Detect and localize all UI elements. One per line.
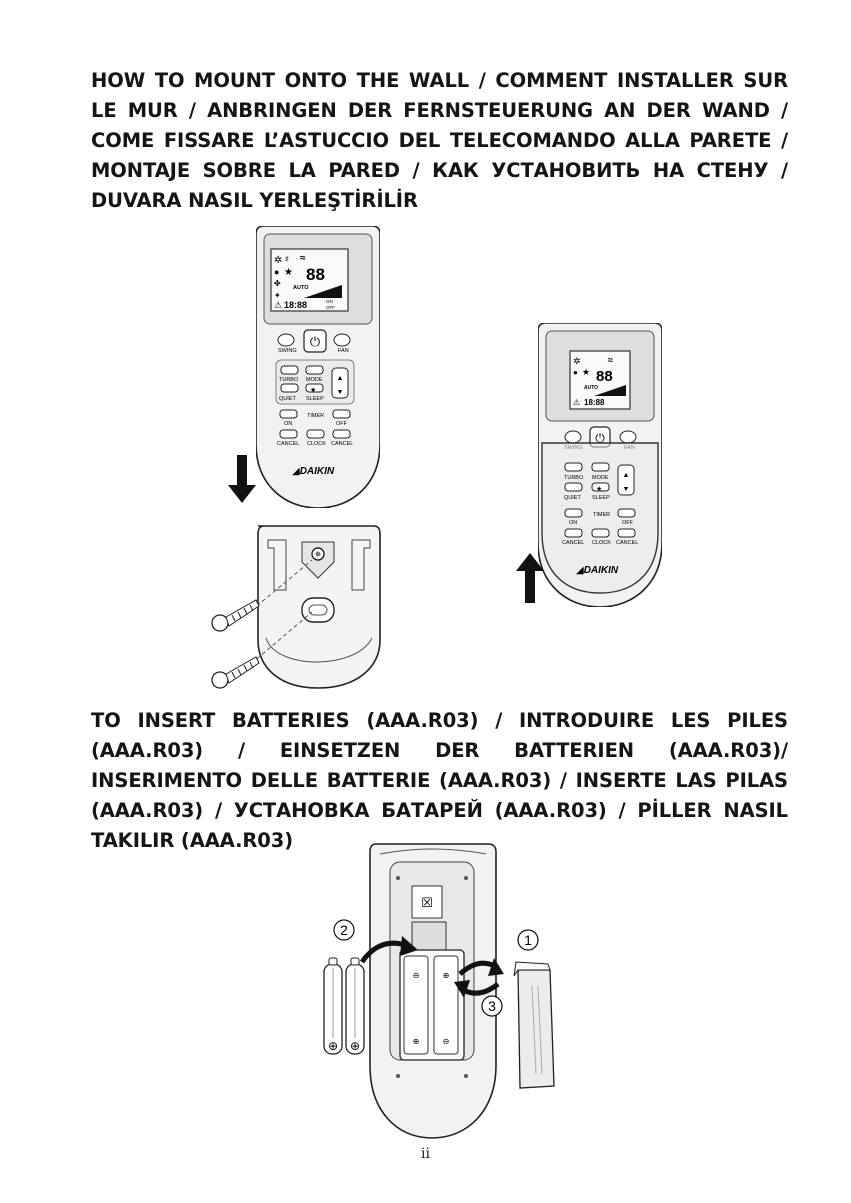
- svg-text:ON: ON: [569, 520, 577, 526]
- swing-label: SWING: [278, 348, 297, 354]
- svg-text:≈: ≈: [608, 355, 613, 365]
- svg-text:▲: ▲: [623, 472, 630, 479]
- lcd-display: ✲ ♯ ≈ ● ★ ✤ ✦ 88 AUTO ⚠ 18:88 ON OFF: [270, 248, 349, 312]
- svg-text:✦: ✦: [274, 291, 281, 300]
- timer-label: TIMER: [307, 413, 324, 419]
- svg-text:●: ●: [274, 267, 279, 277]
- sleep-button[interactable]: [305, 383, 324, 393]
- temp-up-down-button[interactable]: [331, 367, 349, 399]
- step-2-marker: [333, 919, 355, 941]
- step-1-marker: [517, 929, 539, 951]
- svg-text:▼: ▼: [337, 389, 344, 396]
- svg-text:≈: ≈: [300, 253, 306, 264]
- mode-label: MODE: [306, 377, 323, 383]
- batteries-heading: TO INSERT BATTERIES (AAA.R03) / INTRODUI…: [91, 709, 788, 852]
- svg-text:★: ★: [582, 367, 590, 377]
- swing-button[interactable]: [277, 333, 295, 347]
- screw-icon: [211, 599, 260, 632]
- page-number: ii: [421, 1146, 430, 1162]
- lcd-clock: 18:88: [284, 300, 307, 310]
- aaa-battery: ⊕: [323, 957, 343, 1055]
- timer-off-button[interactable]: [332, 409, 351, 419]
- svg-text:CANCEL: CANCEL: [616, 540, 638, 546]
- remote-in-holder-figure: ✲ ≈ ● ★ 88 AUTO ⚠ 18:88 ⏻ SWING FAN TURB…: [538, 323, 662, 607]
- svg-text:⏻: ⏻: [595, 431, 605, 445]
- power-button[interactable]: [303, 329, 327, 353]
- timer-off-label: OFF: [336, 421, 348, 427]
- svg-text:18:88: 18:88: [584, 398, 605, 407]
- svg-text:QUIET: QUIET: [564, 495, 581, 501]
- svg-text:★: ★: [596, 485, 602, 493]
- svg-text:⊕: ⊕: [413, 1037, 420, 1046]
- svg-text:●: ●: [573, 368, 578, 377]
- quiet-button[interactable]: [280, 383, 299, 393]
- svg-text:MODE: MODE: [592, 475, 609, 481]
- svg-text:▼: ▼: [623, 486, 630, 493]
- recycle-bin-icon: ☒: [421, 895, 433, 910]
- mode-button[interactable]: [305, 365, 324, 375]
- svg-text:⊕: ⊕: [350, 1039, 360, 1053]
- power-icon: ⏻: [310, 334, 320, 349]
- svg-text:⚠: ⚠: [573, 398, 580, 407]
- cancel-on-button[interactable]: [279, 429, 298, 439]
- fan-button[interactable]: [333, 333, 351, 347]
- lcd-temperature: 88: [306, 265, 325, 284]
- lcd-on: ON: [326, 299, 333, 304]
- svg-text:CLOCK: CLOCK: [592, 540, 611, 546]
- lcd-off: OFF: [326, 305, 335, 310]
- fan-label: FAN: [338, 348, 349, 354]
- svg-text:⊕: ⊕: [443, 971, 450, 980]
- svg-text:SLEEP: SLEEP: [592, 495, 610, 501]
- svg-text:CANCEL: CANCEL: [562, 540, 584, 546]
- remote-front-figure: ✲ ♯ ≈ ● ★ ✤ ✦ 88 AUTO ⚠ 18:88 ON OFF ⏻ S…: [256, 226, 380, 508]
- cancel-on-label: CANCEL: [277, 441, 299, 447]
- svg-text:AUTO: AUTO: [584, 385, 598, 391]
- svg-text:✲: ✲: [274, 255, 282, 266]
- turbo-label: TURBO: [279, 377, 299, 383]
- battery-cover: [513, 961, 555, 1089]
- sleep-label: SLEEP: [306, 396, 324, 402]
- svg-text:TIMER: TIMER: [593, 512, 610, 518]
- timer-on-button[interactable]: [279, 409, 298, 419]
- step-3-marker: [481, 995, 503, 1017]
- svg-text:♯: ♯: [285, 256, 289, 263]
- mount-heading: HOW TO MOUNT ONTO THE WALL / COMMENT INS…: [91, 69, 788, 212]
- daikin-logo: ◢DAIKIN: [292, 466, 335, 477]
- svg-text:⚠: ⚠: [274, 300, 282, 310]
- step-2-label: 2: [340, 922, 348, 938]
- svg-text:OFF: OFF: [622, 520, 634, 526]
- clock-label: CLOCK: [307, 441, 326, 447]
- aaa-battery: ⊕: [345, 957, 365, 1055]
- screw-icon: [211, 656, 260, 689]
- svg-text:88: 88: [596, 368, 613, 385]
- svg-text:TURBO: TURBO: [564, 475, 584, 481]
- svg-text:★: ★: [310, 386, 316, 394]
- cancel-off-label: CANCEL: [331, 441, 353, 447]
- svg-text:★: ★: [284, 267, 293, 278]
- step-3-label: 3: [488, 998, 496, 1014]
- clock-button[interactable]: [306, 429, 325, 439]
- cancel-off-button[interactable]: [332, 429, 351, 439]
- battery-insertion-figure: ☒ ⊖ ⊕ ⊕ ⊖ ⊕ ⊕ 2 1 3: [323, 843, 555, 1139]
- down-arrow-icon: [228, 455, 256, 503]
- daikin-logo: ◢DAIKIN: [576, 565, 619, 576]
- svg-text:⊖: ⊖: [413, 971, 420, 980]
- svg-text:▲: ▲: [337, 375, 344, 382]
- wall-bracket-figure: [211, 525, 381, 689]
- svg-text:⊖: ⊖: [443, 1037, 450, 1046]
- up-arrow-icon: [516, 553, 544, 603]
- step-1-label: 1: [524, 932, 532, 948]
- svg-text:✤: ✤: [274, 279, 281, 288]
- quiet-label: QUIET: [279, 396, 296, 402]
- turbo-button[interactable]: [280, 365, 299, 375]
- svg-text:⊕: ⊕: [328, 1039, 338, 1053]
- timer-on-label: ON: [284, 421, 292, 427]
- svg-text:✲: ✲: [573, 356, 581, 366]
- lcd-auto: AUTO: [293, 285, 309, 291]
